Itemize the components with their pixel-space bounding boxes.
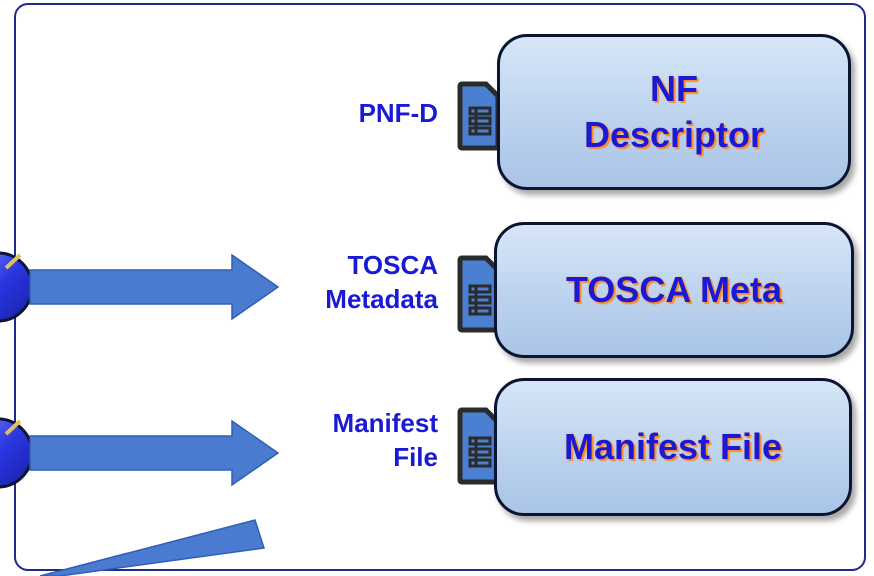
step-circle-2 — [0, 417, 34, 489]
box-title-tosca-meta: TOSCA Meta — [565, 269, 783, 310]
box-title-manifest-file: Manifest File — [563, 426, 783, 467]
document-list-icon — [457, 407, 501, 485]
box-title-nf-descriptor: NF Descriptor — [583, 68, 765, 155]
arrow-to-tosca-meta — [29, 253, 280, 321]
document-list-icon — [457, 81, 501, 151]
box-nf-descriptor: NF Descriptor — [497, 34, 851, 190]
step-circle-1 — [0, 251, 34, 323]
arrow-to-manifest-file — [29, 419, 280, 487]
label-pnf-d: PNF-D — [358, 98, 438, 128]
arrow-partial-bottom — [39, 519, 265, 576]
label-manifest-file: Manifest File — [332, 408, 438, 472]
box-tosca-meta: TOSCA Meta — [494, 222, 854, 358]
box-manifest-file: Manifest File — [494, 378, 852, 516]
label-tosca-metadata: TOSCA Metadata — [325, 250, 438, 314]
